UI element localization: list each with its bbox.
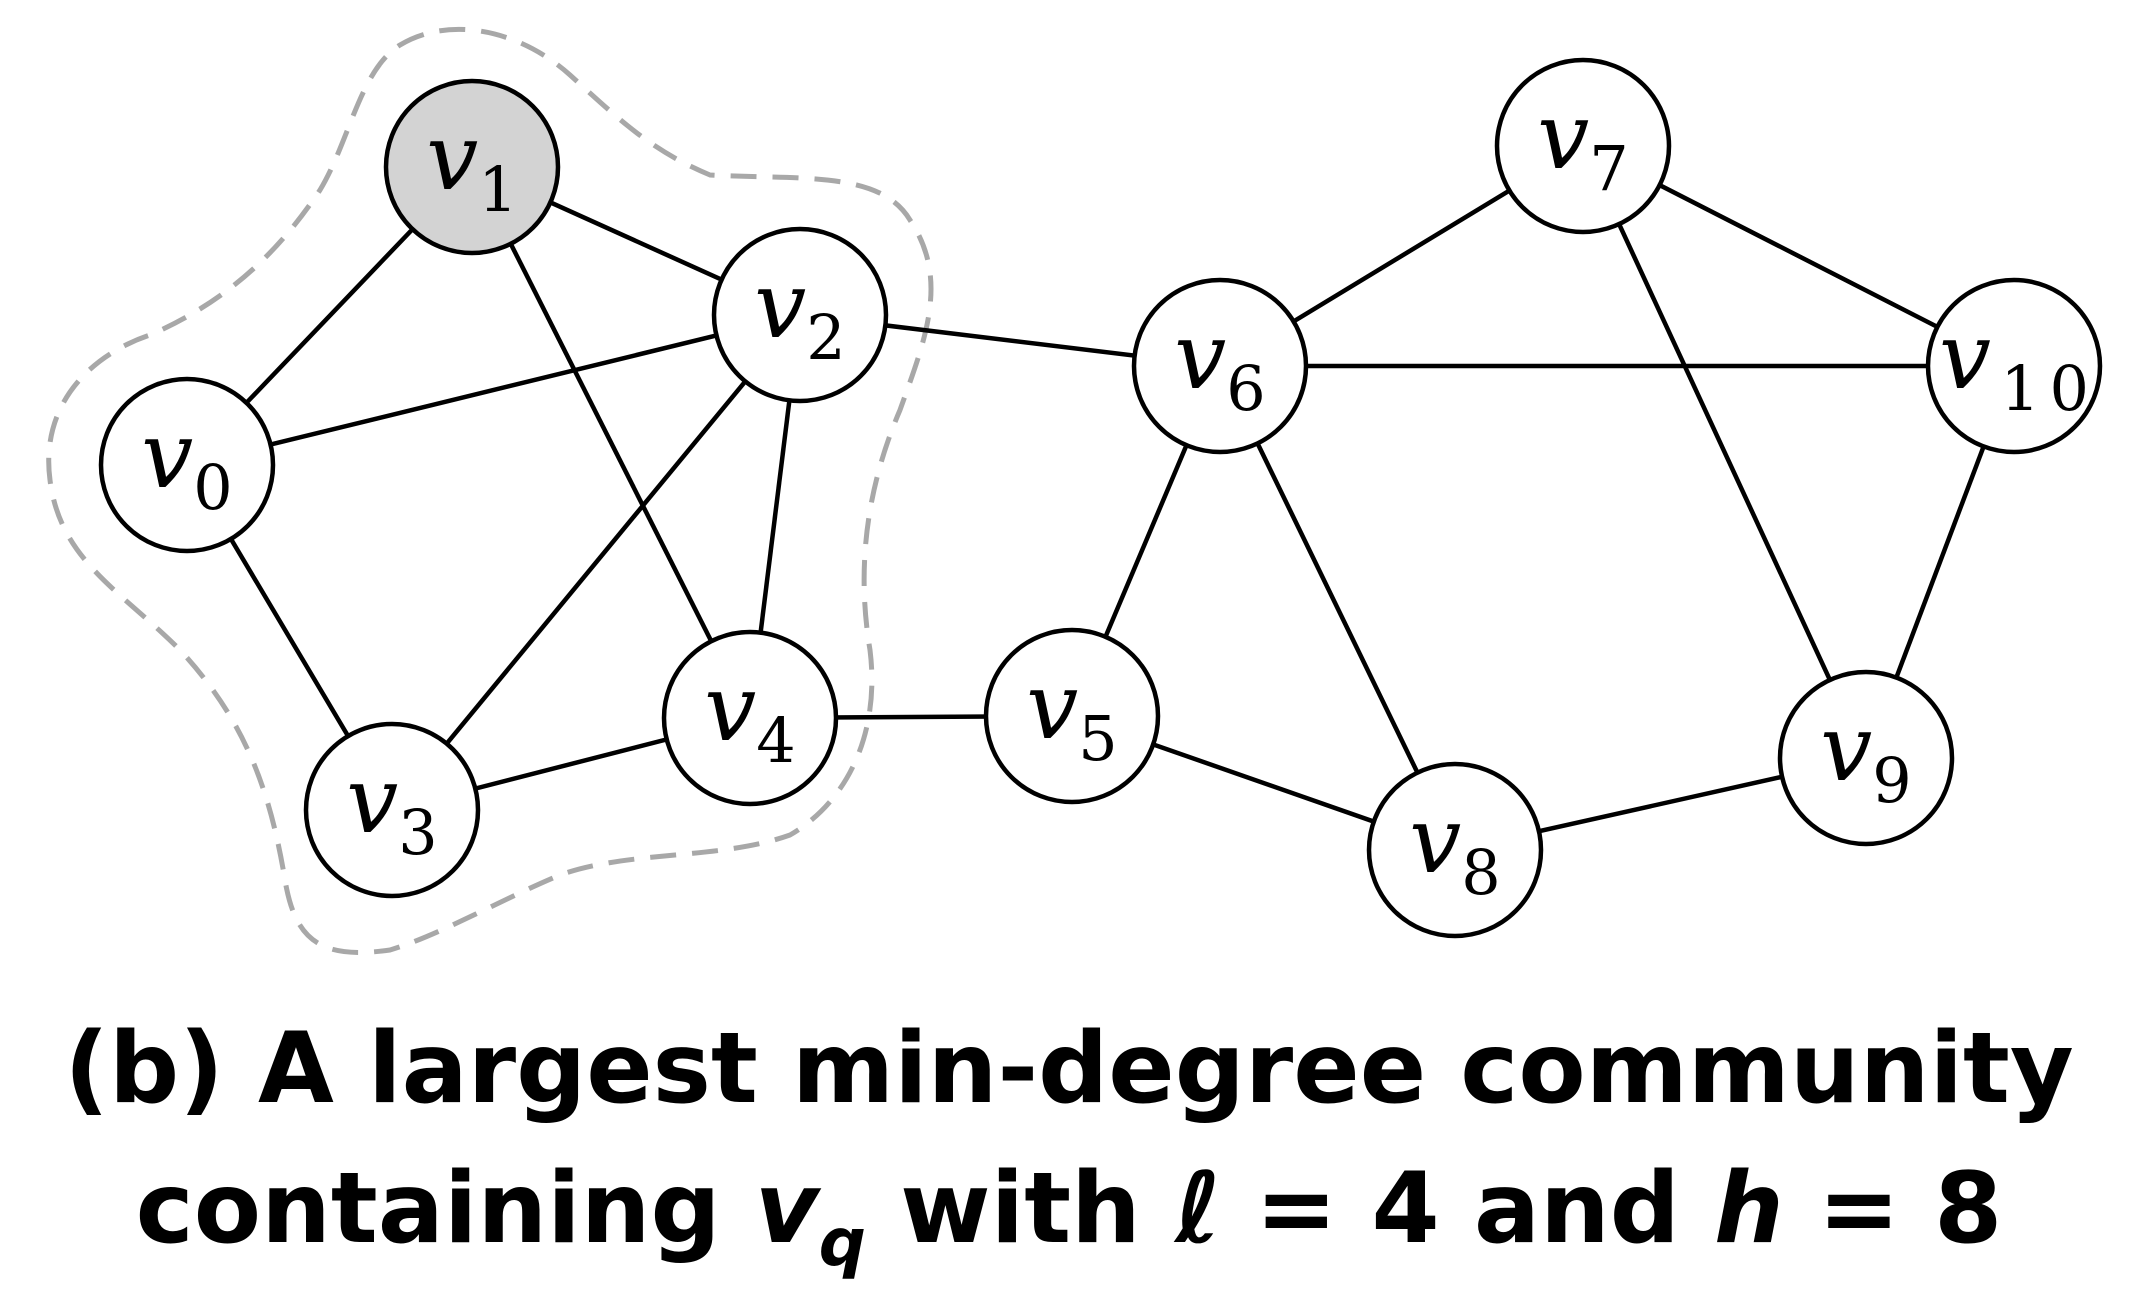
edge-v2-v3 — [390, 313, 802, 812]
node-sub-v8: 8 — [1461, 836, 1500, 909]
node-label-v0: v0 — [141, 402, 232, 524]
node-label-v8: v8 — [1409, 787, 1500, 909]
node-circle-v7 — [1494, 57, 1672, 235]
node-sub-v5: 5 — [1078, 702, 1117, 775]
node-var-v9: v — [1820, 695, 1872, 802]
node-var-v0: v — [141, 402, 193, 509]
node-circle-v6 — [1131, 277, 1309, 455]
edge-v0-v2 — [186, 312, 801, 468]
caption-h-symbol: h — [1714, 1152, 1784, 1266]
node-sub-v9: 9 — [1872, 744, 1911, 817]
node-v9: v9 — [1777, 669, 1955, 847]
node-label-v3: v3 — [346, 747, 437, 869]
node-var-v10: v — [1939, 303, 1991, 410]
caption-h-eq: = 8 — [1783, 1152, 2003, 1266]
node-label-v4: v4 — [704, 655, 795, 777]
node-sub-v1: 1 — [478, 153, 517, 226]
node-var-v7: v — [1537, 83, 1589, 190]
caption-var-v: v — [754, 1152, 819, 1266]
node-sub-v2: 2 — [806, 301, 845, 374]
node-v1: v1 — [383, 78, 561, 256]
node-var-v3: v — [346, 747, 398, 854]
node-circle-v2 — [711, 226, 889, 404]
node-v0: v0 — [98, 376, 276, 554]
node-var-v6: v — [1174, 303, 1226, 410]
node-label-v9: v9 — [1820, 695, 1911, 817]
caption-prefix: containing — [135, 1152, 755, 1266]
caption-line-2: containing vq with ℓ = 4 and h = 8 — [0, 1160, 2138, 1276]
node-v8: v8 — [1366, 761, 1544, 939]
node-sub-v3: 3 — [398, 796, 437, 869]
node-label-v5: v5 — [1026, 653, 1117, 775]
node-label-v1: v1 — [426, 104, 517, 226]
node-circle-v9 — [1777, 669, 1955, 847]
caption-text-1: (b) A largest min-degree community — [64, 1012, 2074, 1126]
caption-sub-q: q — [818, 1204, 866, 1282]
node-circle-v10 — [1925, 277, 2103, 455]
node-v4: v4 — [661, 629, 839, 807]
node-var-v2: v — [754, 252, 806, 359]
node-circle-v0 — [98, 376, 276, 554]
node-v5: v5 — [983, 627, 1161, 805]
node-sub-v0: 0 — [193, 451, 232, 524]
caption-ell-symbol: ℓ — [1174, 1152, 1222, 1266]
node-label-v7: v7 — [1537, 83, 1628, 205]
node-circle-v4 — [661, 629, 839, 807]
node-v3: v3 — [303, 721, 481, 899]
node-circle-v5 — [983, 627, 1161, 805]
community-outline — [46, 26, 934, 955]
node-circle-v3 — [303, 721, 481, 899]
node-sub-v7: 7 — [1589, 132, 1628, 205]
node-var-v5: v — [1026, 653, 1078, 760]
caption-line-1: (b) A largest min-degree community — [0, 1020, 2138, 1118]
caption-mid: with — [865, 1152, 1175, 1266]
node-sub-v6: 6 — [1226, 352, 1265, 425]
node-circle-v8 — [1366, 761, 1544, 939]
node-label-v2: v2 — [754, 252, 845, 374]
edge-v1-v4 — [469, 165, 753, 720]
node-v7: v7 — [1494, 57, 1672, 235]
caption-ell-eq: = 4 and — [1221, 1152, 1714, 1266]
node-var-v1: v — [426, 104, 478, 211]
node-var-v8: v — [1409, 787, 1461, 894]
node-v2: v2 — [711, 226, 889, 404]
edge-v7-v9 — [1580, 145, 1869, 759]
node-label-v6: v6 — [1174, 303, 1265, 425]
node-circle-v1 — [383, 78, 561, 256]
node-v6: v6 — [1131, 277, 1309, 455]
node-sub-v4: 4 — [756, 704, 795, 777]
edge-v6-v8 — [1217, 365, 1458, 851]
node-var-v4: v — [704, 655, 756, 762]
